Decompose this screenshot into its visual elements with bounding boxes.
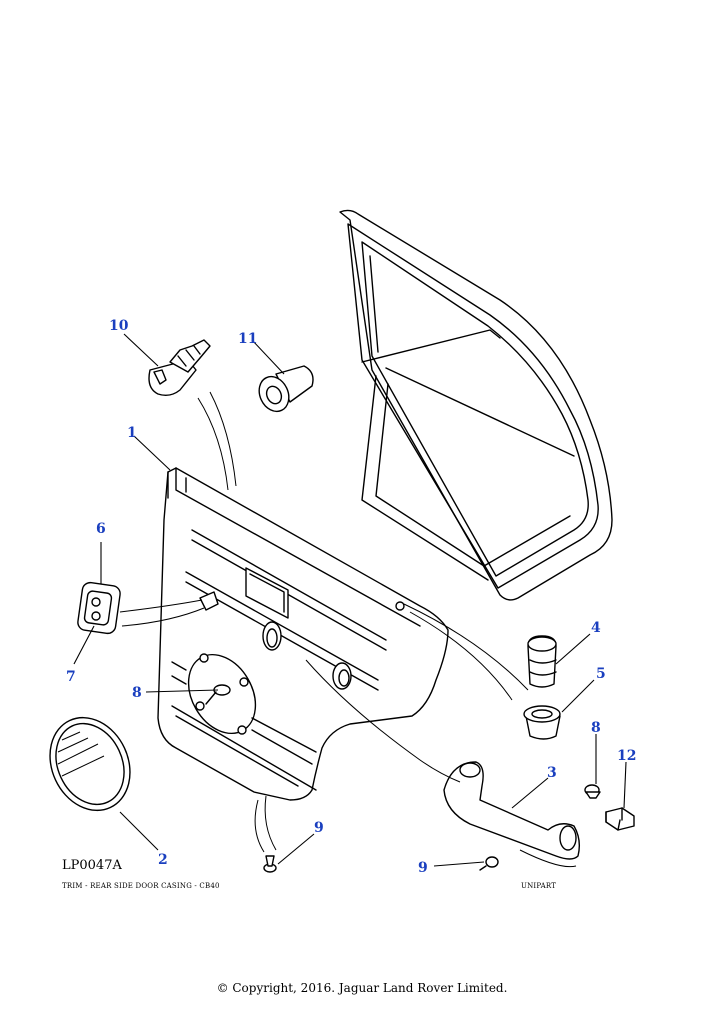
callout-8-panel: 8	[132, 685, 142, 701]
callout-11: 11	[238, 331, 257, 347]
callout-7: 7	[66, 669, 76, 685]
retaining-clip	[605, 807, 635, 831]
callout-1: 1	[127, 425, 137, 441]
callout-6: 6	[96, 521, 106, 537]
screw-loose	[584, 784, 601, 799]
lock-cap	[523, 705, 561, 740]
door-casing-panel	[157, 467, 449, 801]
grab-handle	[443, 761, 581, 860]
callout-5: 5	[596, 666, 606, 682]
callout-2: 2	[158, 852, 168, 868]
callout-9-handle: 9	[418, 860, 428, 876]
callout-3: 3	[547, 765, 557, 781]
assembly-guide-lines	[119, 391, 577, 868]
window-switch-bezel	[77, 581, 121, 635]
trim-clip	[148, 339, 211, 397]
copyright-notice: © Copyright, 2016. Jaguar Land Rover Lim…	[216, 981, 508, 995]
callout-8-loose: 8	[591, 720, 601, 736]
callout-10: 10	[109, 318, 129, 334]
callout-12: 12	[617, 748, 636, 764]
callouts: 1 2 3 4 5 6 7 8 8 9 9 10 11 12	[66, 318, 636, 876]
speaker-grille	[49, 716, 131, 812]
callout-4: 4	[591, 620, 601, 636]
self-tapping-screw-handle	[479, 856, 499, 871]
bush	[258, 365, 314, 413]
lock-ferrule	[527, 635, 557, 688]
door-frame	[339, 209, 613, 601]
figure-code: LP0047A	[62, 858, 122, 873]
leader-lines	[73, 333, 627, 867]
self-tapping-screw-bottom	[263, 855, 277, 873]
figure-caption: TRIM - REAR SIDE DOOR CASING - CB40	[62, 882, 220, 890]
callout-9-bottom: 9	[314, 820, 324, 836]
supplier-label: UNIPART	[521, 882, 556, 890]
